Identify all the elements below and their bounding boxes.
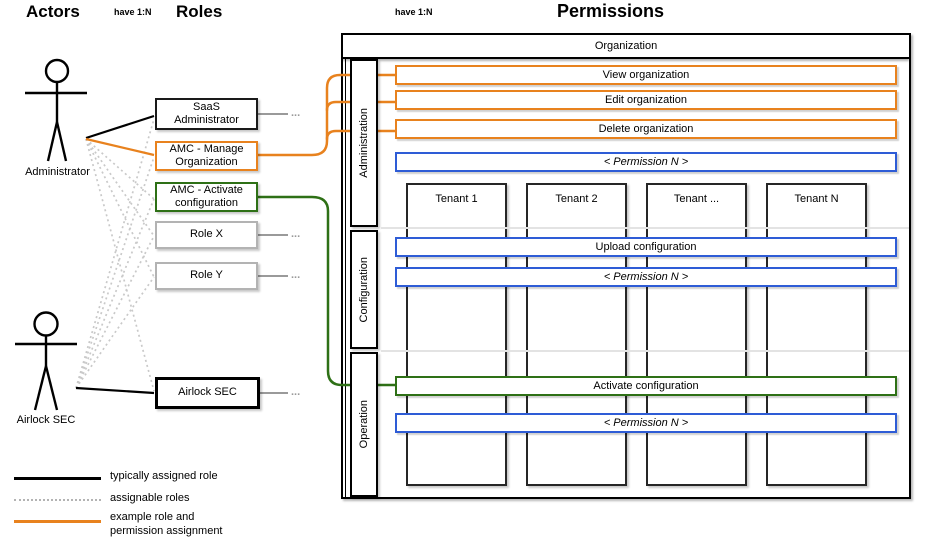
actors-heading: Actors <box>26 2 80 21</box>
dotted-sec-amc-manage <box>75 156 155 389</box>
administrator-head <box>44 58 70 84</box>
more-dots-saas: ... <box>291 107 301 119</box>
legend-swatch-typically-assigned <box>14 477 101 480</box>
permission-activate-configuration: Activate configuration <box>395 376 897 396</box>
tenant-n-label: Tenant N <box>794 193 839 205</box>
role-saas-administrator: SaaS Administrator <box>155 98 258 130</box>
tenant-2-box: Tenant 2 <box>526 183 627 486</box>
legend-label-assignable: assignable roles <box>110 492 190 504</box>
tenant-n-box: Tenant N <box>766 183 867 486</box>
airlock-sec-leg-right <box>44 365 59 411</box>
assigned-admin-saas-line <box>85 114 155 140</box>
permission-view-organization: View organization <box>395 65 897 85</box>
role-airlock-sec: Airlock SEC <box>155 377 260 409</box>
legend-swatch-example-assignment <box>14 520 101 523</box>
tenant-1-box: Tenant 1 <box>406 183 507 486</box>
permission-delete-organization: Delete organization <box>395 119 897 139</box>
role-x: Role X <box>155 221 258 249</box>
role-y: Role Y <box>155 262 258 290</box>
dotted-sec-role-y <box>75 276 155 389</box>
more-dots-airlock-sec: ... <box>291 386 301 398</box>
administrator-leg-left <box>46 121 59 162</box>
pool-lane-inner-border <box>345 59 346 497</box>
airlock-sec-head <box>33 311 59 337</box>
assignable-role-lines <box>75 118 155 392</box>
assigned-sec-airlock-line <box>75 386 155 395</box>
administrator-leg-right <box>55 121 68 162</box>
administrator-figure <box>25 58 87 162</box>
dotted-admin-airlock-sec-role <box>85 138 155 392</box>
permission-n-administration: < Permission N > <box>395 152 897 172</box>
dotted-admin-role-y <box>85 138 155 278</box>
relation-actors-roles: have 1:N <box>114 7 152 17</box>
organization-title: Organization <box>343 35 909 59</box>
roles-heading: Roles <box>176 2 223 21</box>
dotted-admin-role-x <box>85 138 155 237</box>
permission-edit-organization: Edit organization <box>395 90 897 110</box>
more-dots-role-y: ... <box>291 269 301 281</box>
section-administration: Administration <box>350 59 378 227</box>
tenant-2-label: Tenant 2 <box>555 193 598 205</box>
divider-configuration-operation <box>381 350 909 352</box>
dotted-admin-amc-activate <box>85 138 155 200</box>
role-amc-activate-configuration: AMC - Activate configuration <box>155 182 258 212</box>
airlock-sec-label: Airlock SEC <box>16 414 76 426</box>
airlock-sec-leg-left <box>33 365 48 411</box>
permission-n-configuration: < Permission N > <box>395 267 897 287</box>
permission-n-operation: < Permission N > <box>395 413 897 433</box>
more-dots-role-x: ... <box>291 228 301 240</box>
role-amc-manage-organization: AMC - Manage Organization <box>155 141 258 171</box>
administrator-label: Administrator <box>25 166 90 178</box>
permission-upload-configuration: Upload configuration <box>395 237 897 257</box>
relation-roles-permissions: have 1:N <box>395 7 433 17</box>
section-operation-label: Operation <box>358 400 370 449</box>
example-admin-amc-manage-line <box>85 137 155 157</box>
section-operation: Operation <box>350 352 378 497</box>
section-configuration-label: Configuration <box>358 256 370 323</box>
airlock-sec-figure <box>15 311 77 411</box>
dotted-sec-role-x <box>75 235 155 389</box>
legend-label-typically-assigned: typically assigned role <box>110 470 218 482</box>
tenant-ellipsis-box: Tenant ... <box>646 183 747 486</box>
tenant-1-label: Tenant 1 <box>435 193 478 205</box>
more-roles-stubs <box>257 113 288 394</box>
permissions-heading: Permissions <box>557 1 665 21</box>
section-administration-label: Administration <box>358 108 370 178</box>
dotted-sec-saas-admin <box>75 118 155 389</box>
legend-label-example-assignment: example role and permission assignment <box>110 511 223 537</box>
dotted-sec-amc-activate <box>75 198 155 389</box>
section-configuration: Configuration <box>350 230 378 349</box>
tenant-ellipsis-label: Tenant ... <box>673 193 720 205</box>
legend-swatch-assignable <box>14 499 101 501</box>
divider-administration-configuration <box>381 227 909 229</box>
